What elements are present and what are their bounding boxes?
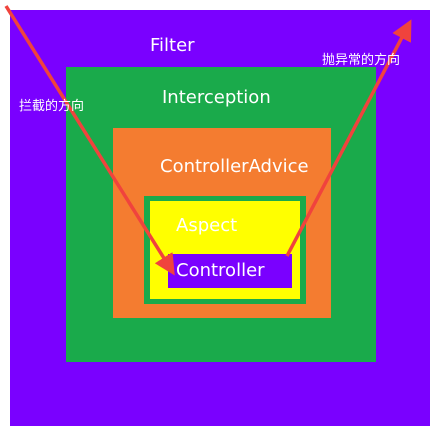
controller-advice-label: ControllerAdvice <box>160 156 309 177</box>
controller-layer <box>168 254 292 288</box>
controller-label: Controller <box>176 260 265 281</box>
intercept-direction-label: 拦截的方向 <box>19 99 85 114</box>
interception-label: Interception <box>162 87 271 108</box>
filter-label: Filter <box>150 35 195 56</box>
exception-direction-label: 抛异常的方向 <box>322 53 401 68</box>
aspect-label: Aspect <box>176 215 238 236</box>
